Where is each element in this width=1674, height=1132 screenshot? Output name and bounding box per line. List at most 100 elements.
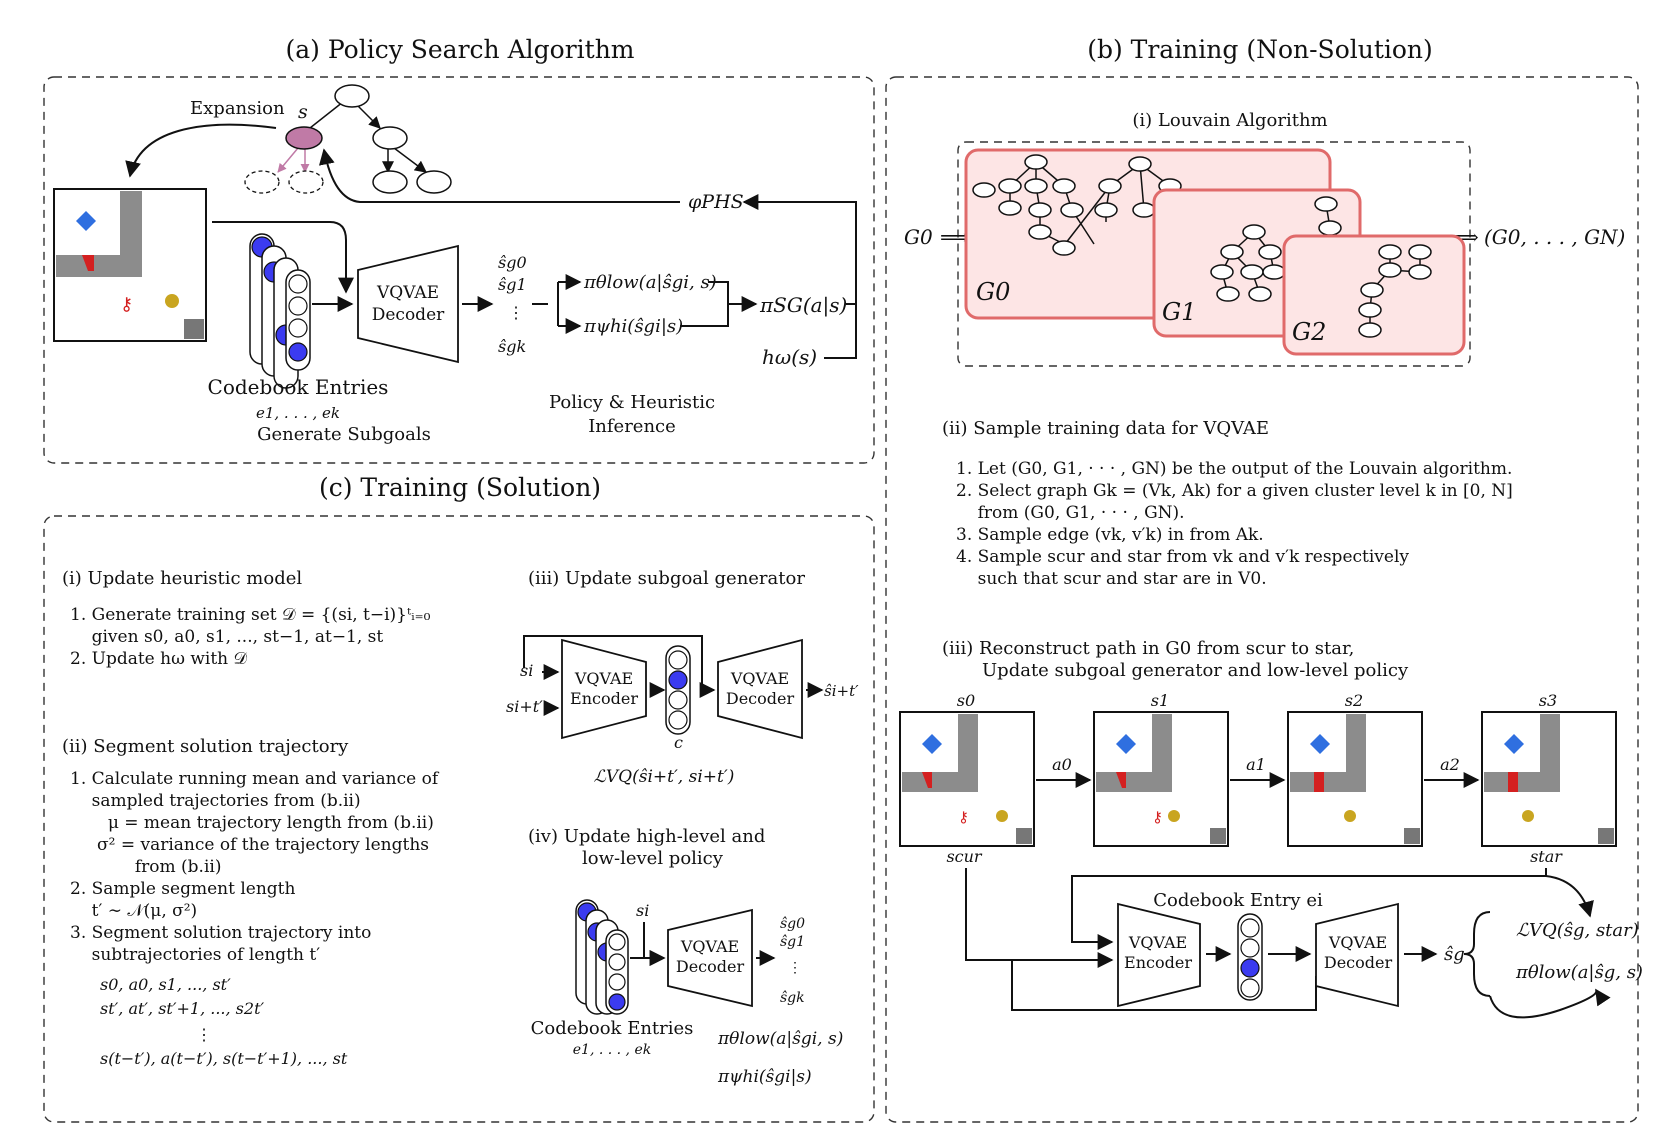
sample-step-4b: such that scur and star are in V0.: [956, 569, 1267, 589]
sample-steps: 1. Let (G0, G1, · · · , GN) be the outpu…: [956, 459, 1513, 589]
panel-c: (c) Training (Solution) (i) Update heuri…: [43, 473, 875, 1123]
state-s2: s2: [1345, 691, 1363, 710]
traj-2: st′, at′, st′+1, ..., s2t′: [100, 999, 265, 1018]
recon-subtitle: Update subgoal generator and low-level p…: [982, 660, 1409, 681]
loss-b: ℒVQ(ŝg, star): [1516, 920, 1639, 941]
c-iv-pi-low: πθlow(a|ŝgi, s): [717, 1029, 843, 1049]
heuristic-h: hω(s): [762, 345, 817, 369]
c-ii-step-1: sampled trajectories from (b.ii): [70, 791, 361, 811]
subgoal-1: ŝg1: [498, 275, 527, 294]
phi-phs: φPHS: [688, 191, 744, 213]
panel-b-title: (b) Training (Non-Solution): [1087, 35, 1433, 64]
codebook-sub-c: e1, . . . , ek: [573, 1042, 651, 1058]
c-i-step-1: 1. Generate training set 𝒟 = {(si, t−i)}…: [70, 605, 431, 625]
state-sequence: s0 s1 s2 s3 ⚷ ⚷: [899, 691, 1617, 847]
expansion-label: Expansion: [190, 98, 285, 119]
traj-1: s0, a0, s1, ..., st′: [100, 975, 231, 994]
pi-low-b: πθlow(a|ŝg, s): [1515, 962, 1643, 983]
traj-last: s(t−t′), a(t−t′), s(t−t′+1), ..., st: [100, 1049, 348, 1068]
subgoal-0: ŝg0: [498, 253, 527, 272]
s-hat-g: ŝg: [1444, 944, 1465, 965]
louvain-output: (G0, . . . , GN): [1484, 225, 1625, 249]
c-trajectories: s0, a0, s1, ..., st′ st′, at′, st′+1, ..…: [100, 975, 348, 1068]
decoder-iv-2: Decoder: [676, 957, 745, 976]
cluster-g2-label: G2: [1292, 318, 1326, 346]
encoder-b-1: VQVAE: [1128, 933, 1187, 952]
decoder-iv-1: VQVAE: [680, 937, 739, 956]
action-a1: a1: [1246, 755, 1266, 774]
exit-icon: [184, 319, 204, 339]
codebook-sub-a: e1, . . . , ek: [256, 404, 340, 422]
panel-c-title: (c) Training (Solution): [319, 473, 601, 502]
decoder-c-2: Decoder: [726, 689, 795, 708]
c-iv-pi-hi: πψhi(ŝgi|s): [717, 1067, 812, 1087]
c-ii-steps: 1. Calculate running mean and variance o…: [70, 769, 440, 965]
c-ii-step-2: μ = mean trajectory length from (b.ii): [70, 813, 434, 833]
state-s0: s0: [957, 691, 975, 710]
vqvae-encoder-c: [561, 638, 647, 740]
recon-title: (iii) Reconstruct path in G0 from scur t…: [942, 638, 1354, 659]
panel-b: (b) Training (Non-Solution) (i) Louvain …: [885, 35, 1643, 1123]
codebook-column-c: [665, 645, 691, 735]
decoder-label-a2: Decoder: [372, 305, 445, 325]
c-ii-step-7: 3. Segment solution trajectory into: [70, 923, 371, 943]
inference-2: Inference: [588, 416, 676, 437]
action-a0: a0: [1052, 755, 1072, 774]
codebook-entry-label: Codebook Entry ei: [1153, 890, 1323, 911]
subgoal-list-iv: ŝg0 ŝg1 ⋮ ŝgk: [780, 916, 805, 1006]
encoder-c-1: VQVAE: [574, 669, 633, 688]
key-icon: ⚷: [120, 294, 133, 315]
traj-dots: ⋮: [196, 1025, 212, 1044]
state-s-label: s: [298, 101, 308, 123]
agent-icon: [165, 294, 179, 308]
vqvae-decoder-a: [357, 244, 459, 364]
codebook-column-b: [1237, 913, 1263, 1001]
c-ii-step-4: from (b.ii): [70, 857, 221, 877]
svg-text:⚷: ⚷: [958, 808, 969, 826]
decoder-b-1: VQVAE: [1328, 933, 1387, 952]
codebook-label-c: Codebook Entries: [531, 1018, 694, 1039]
panel-b-border: [885, 76, 1639, 1123]
cluster-g2: G2: [1282, 234, 1466, 356]
s-cur-label: scur: [946, 847, 982, 866]
subgoal-dots: ⋮: [508, 303, 524, 322]
c-ii-step-3: σ² = variance of the trajectory lengths: [70, 835, 429, 855]
subgoal-list-a: ŝg0 ŝg1 ⋮ ŝgk: [498, 253, 527, 356]
panel-a-border: [43, 76, 875, 464]
c-iii-si-t: si+t′: [506, 697, 543, 716]
sample-step-4: 4. Sample scur and star from vk and v′k …: [956, 547, 1409, 567]
vqvae-decoder-iv: [667, 908, 753, 1008]
expanded-node: [285, 126, 323, 150]
c-iv-sub: low-level policy: [582, 848, 724, 869]
generate-subgoals: Generate Subgoals: [257, 424, 431, 445]
inference-1: Policy & Heuristic: [549, 392, 715, 413]
sample-step-2: 2. Select graph Gk = (Vk, Ak) for a give…: [956, 481, 1513, 501]
vqvae-decoder-b: [1315, 902, 1399, 1008]
iv-subgoal-k: ŝgk: [780, 990, 805, 1006]
codebook-stack-c: [575, 899, 629, 1015]
codebook-stack-a: [249, 233, 311, 389]
decoder-c-1: VQVAE: [730, 669, 789, 688]
g0-input: G0: [904, 225, 933, 249]
sample-step-1: 1. Let (G0, G1, · · · , GN) be the outpu…: [956, 459, 1512, 479]
pi-hi-a: πψhi(ŝgi|s): [583, 316, 683, 337]
cluster-g0-label: G0: [976, 278, 1010, 306]
implies-arrow-1: ⟹: [940, 225, 969, 249]
cluster-g1: G1: [1152, 188, 1362, 338]
svg-text:⚷: ⚷: [1152, 808, 1163, 826]
decoder-label-a1: VQVAE: [376, 283, 439, 303]
c-loss: ℒVQ(ŝi+t′, si+t′): [594, 767, 735, 787]
grid-world-a: ⚷: [53, 188, 207, 342]
c-ii-step-0: 1. Calculate running mean and variance o…: [70, 769, 440, 789]
sample-step-3: 3. Sample edge (vk, v′k) in from Ak.: [956, 525, 1264, 545]
vqvae-encoder-b: [1117, 902, 1201, 1008]
c-ii-step-8: subtrajectories of length t′: [70, 945, 320, 965]
search-tree: [244, 84, 452, 194]
vqvae-decoder-c: [717, 638, 803, 740]
cluster-g1-label: G1: [1162, 298, 1196, 326]
iv-subgoal-dots: ⋮: [788, 960, 802, 976]
s-tar-label: star: [1530, 847, 1563, 866]
encoder-b-2: Encoder: [1124, 953, 1192, 972]
c-iii-title: (iii) Update subgoal generator: [528, 568, 805, 589]
